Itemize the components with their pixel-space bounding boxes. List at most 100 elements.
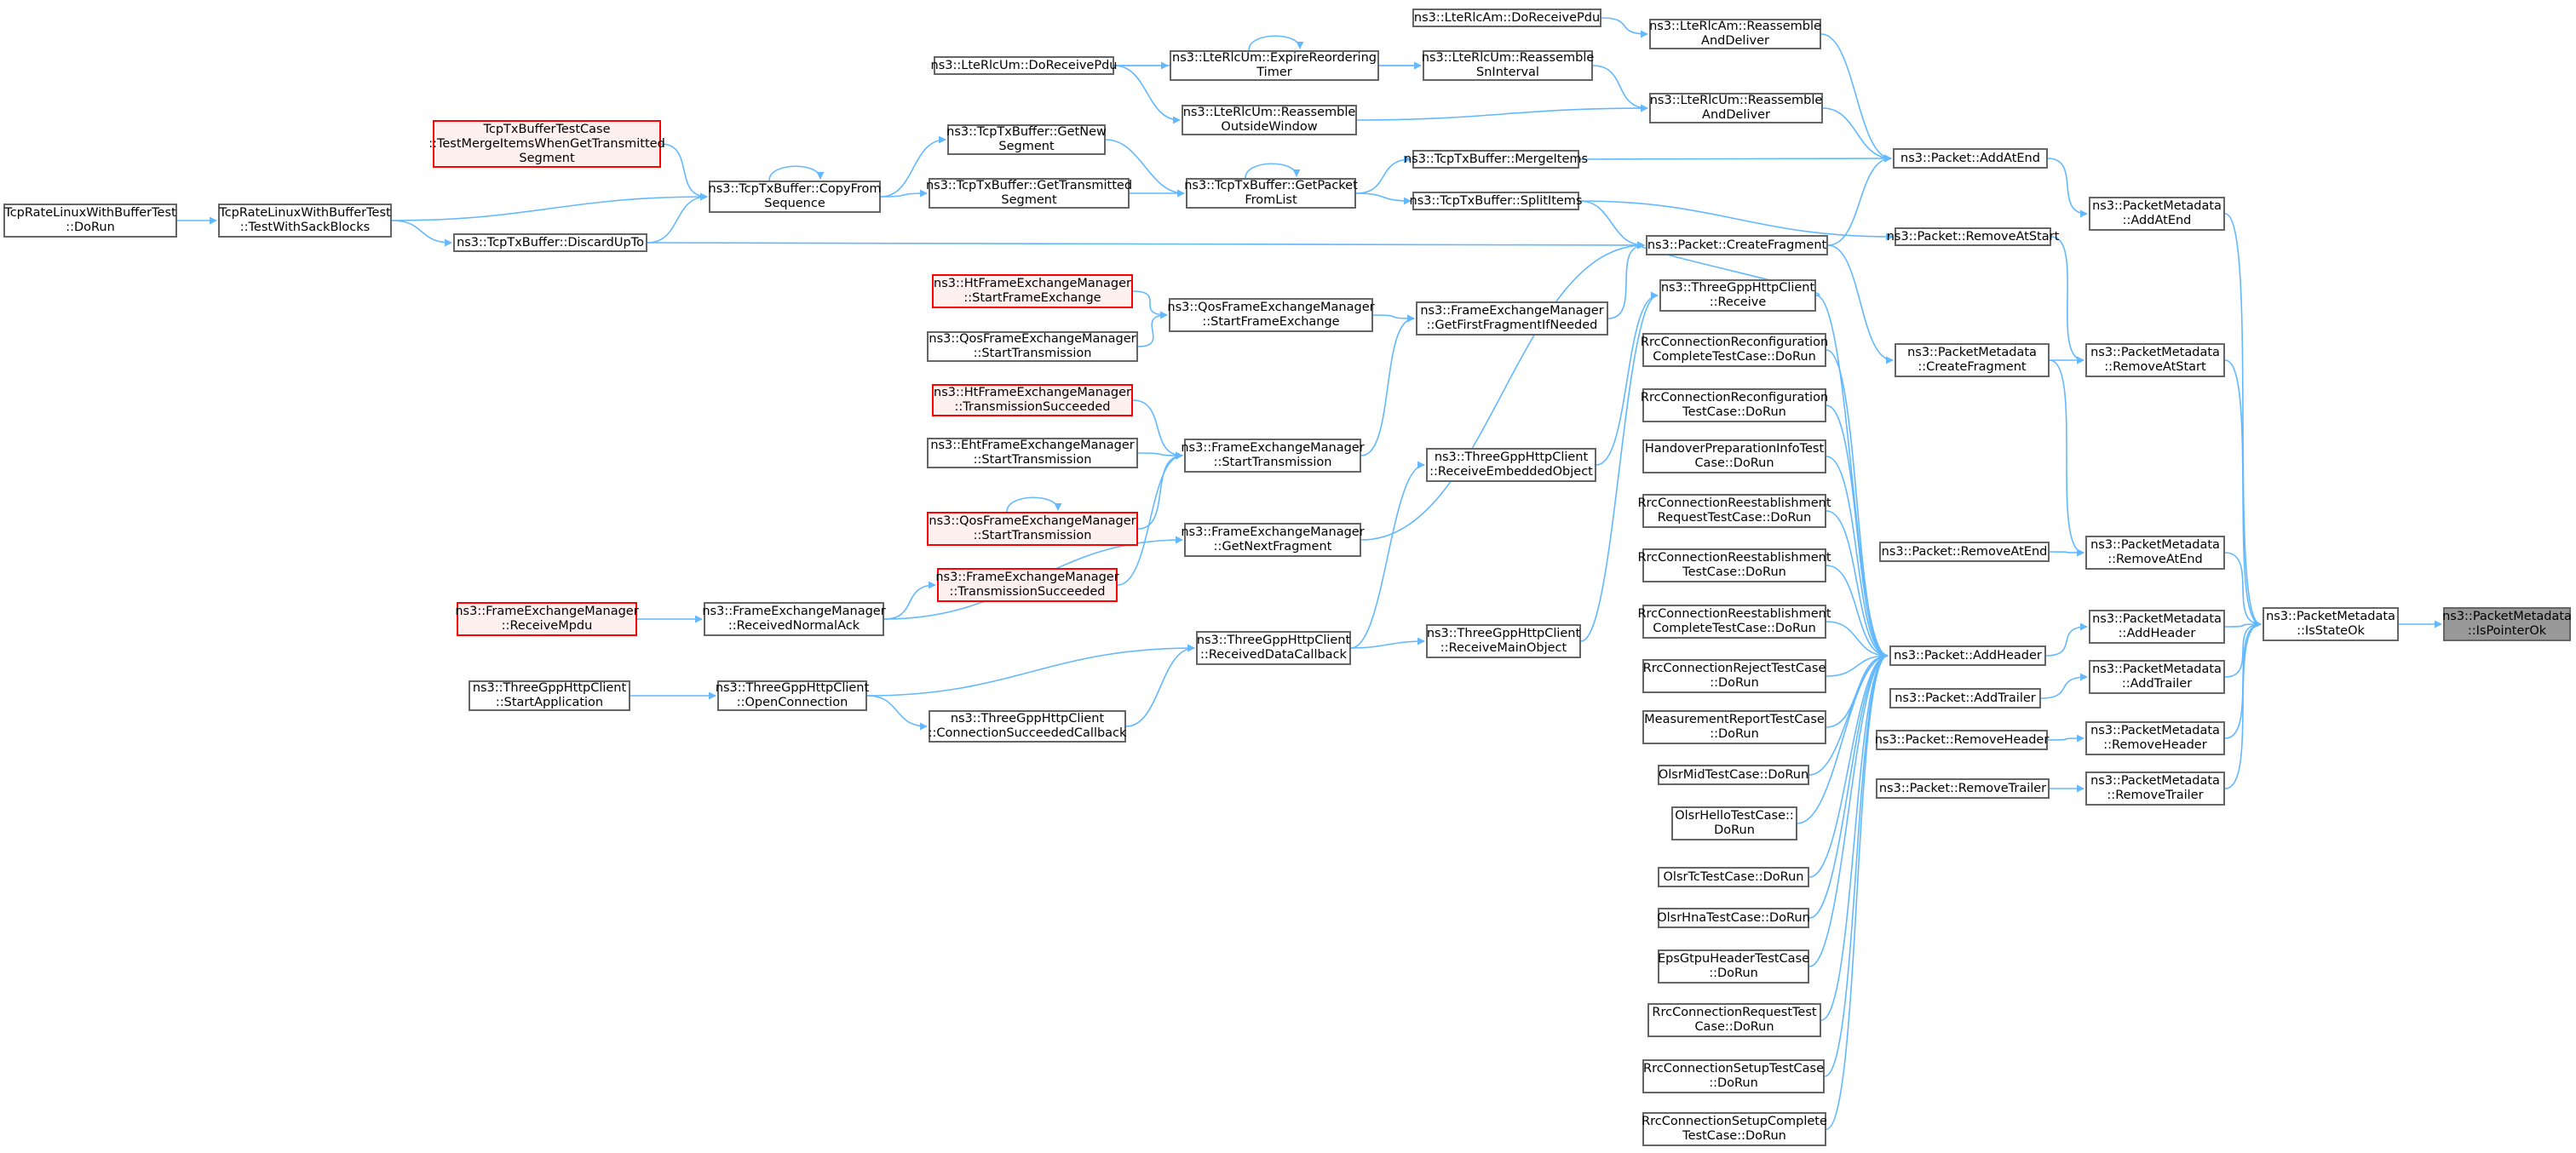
node-addheader[interactable]: ns3::Packet::AddHeader (1889, 645, 2046, 666)
node-discard[interactable]: ns3::TcpTxBuffer::DiscardUpTo (453, 233, 647, 252)
node-fem-recvack[interactable]: ns3::FrameExchangeManager::ReceivedNorma… (702, 602, 886, 636)
node-qos-startfe[interactable]: ns3::QosFrameExchangeManager::StartFrame… (1167, 298, 1375, 332)
edge-splititems-to-createfragment (1578, 200, 1645, 250)
node-trlwbt-sack[interactable]: TcpRateLinuxWithBufferTest::TestWithSack… (218, 204, 392, 238)
node-fem-starttx[interactable]: ns3::FrameExchangeManager::StartTransmis… (1181, 439, 1365, 473)
node-fem-getfirst[interactable]: ns3::FrameExchangeManager::GetFirstFragm… (1416, 301, 1608, 336)
node-label-line: EpsGtpuHeaderTestCase (1657, 952, 1810, 966)
node-tgpp-recvdata[interactable]: ns3::ThreeGppHttpClient::ReceivedDataCal… (1196, 631, 1351, 665)
node-rlcam-dorecv[interactable]: ns3::LteRlcAm::DoReceivePdu (1412, 9, 1601, 27)
node-label-line: HandoverPreparationInfoTest (1644, 442, 1825, 456)
edge-rlcam-dorecv-to-rlcam-reass (1601, 17, 1648, 38)
node-label-line: ::DoRun (1710, 676, 1759, 690)
node-t-rrc-reject[interactable]: RrcConnectionRejectTestCase::DoRun (1642, 659, 1826, 693)
node-tcpbuftest-merge[interactable]: TcpTxBufferTestCase::TestMergeItemsWhenG… (428, 120, 665, 168)
node-t-olsr-mid[interactable]: OlsrMidTestCase::DoRun (1658, 765, 1809, 785)
node-label-line: ns3::PacketMetadata (2090, 774, 2220, 788)
node-ht-txsucc[interactable]: ns3::HtFrameExchangeManager::Transmissio… (932, 384, 1133, 416)
node-pm-removetrailer[interactable]: ns3::PacketMetadata::RemoveTrailer (2085, 772, 2225, 806)
edge-tgpp-recvmain-to-tgpp-receive (1580, 291, 1659, 642)
node-label-line: ns3::FrameExchangeManager (1181, 441, 1365, 455)
node-t-meas[interactable]: MeasurementReportTestCase::DoRun (1642, 710, 1826, 744)
node-label-line: OlsrTcTestCase::DoRun (1663, 869, 1804, 884)
node-trlwbt-dorun[interactable]: TcpRateLinuxWithBufferTest::DoRun (3, 204, 177, 238)
node-createfragment[interactable]: ns3::Packet::CreateFragment (1646, 235, 1828, 255)
node-pm-addheader[interactable]: ns3::PacketMetadata::AddHeader (2089, 610, 2225, 644)
node-addatend[interactable]: ns3::Packet::AddAtEnd (1893, 148, 2048, 169)
node-label-line: ns3::Packet::AddTrailer (1895, 691, 2036, 705)
edge-addheader-to-pm-addheader (2045, 622, 2088, 657)
node-removeheader[interactable]: ns3::Packet::RemoveHeader (1875, 730, 2049, 750)
node-tgpp-recvmain[interactable]: ns3::ThreeGppHttpClient::ReceiveMainObje… (1426, 624, 1581, 658)
node-label-line: ns3::LteRlcUm::ExpireReordering (1172, 51, 1377, 65)
node-label-line: ns3::LteRlcUm::Reassemble (1421, 51, 1595, 65)
node-t-olsr-hello[interactable]: OlsrHelloTestCase::DoRun (1671, 806, 1797, 840)
node-splititems[interactable]: ns3::TcpTxBuffer::SplitItems (1410, 192, 1583, 210)
node-pm-addatend[interactable]: ns3::PacketMetadata::AddAtEnd (2089, 197, 2225, 231)
edge-t-rrc-reconf-c-to-addheader (1826, 349, 1889, 660)
node-pm-addtrailer[interactable]: ns3::PacketMetadata::AddTrailer (2089, 660, 2225, 694)
node-mergeitems[interactable]: ns3::TcpTxBuffer::MergeItems (1404, 150, 1588, 169)
node-pm-removeheader[interactable]: ns3::PacketMetadata::RemoveHeader (2085, 721, 2225, 755)
node-rlcum-dorecv[interactable]: ns3::LteRlcUm::DoReceivePdu (931, 56, 1117, 75)
node-tgpp-recvemb[interactable]: ns3::ThreeGppHttpClient::ReceiveEmbedded… (1426, 448, 1596, 482)
node-t-eps[interactable]: EpsGtpuHeaderTestCase::DoRun (1658, 949, 1809, 984)
node-label-line: ::RemoveAtStart (2104, 360, 2206, 374)
edge-tgpp-recvdata-to-tgpp-recvmain (1350, 637, 1425, 649)
node-label-line: ::TransmissionSucceeded (954, 400, 1111, 414)
node-label-line: ns3::Packet::RemoveTrailer (1878, 781, 2047, 795)
node-t-olsr-tc[interactable]: OlsrTcTestCase::DoRun (1658, 867, 1809, 887)
node-pm-isstateok[interactable]: ns3::PacketMetadata::IsStateOk (2263, 607, 2399, 641)
edge-t-rrc-reest-c-to-addheader (1826, 621, 1889, 660)
node-removetrailer[interactable]: ns3::Packet::RemoveTrailer (1876, 778, 2050, 799)
node-label-line: RrcConnectionSetupComplete (1642, 1115, 1827, 1128)
edge-splititems-to-removeatstart (1578, 200, 1894, 241)
node-eht-starttx[interactable]: ns3::EhtFrameExchangeManager::StartTrans… (927, 438, 1138, 468)
edge-discard-to-copyfrom (647, 192, 708, 244)
node-pm-removeatstart[interactable]: ns3::PacketMetadata::RemoveAtStart (2085, 343, 2225, 377)
node-label-line: ::AddHeader (2118, 627, 2196, 640)
node-qos-starttx-a[interactable]: ns3::QosFrameExchangeManager::StartTrans… (927, 331, 1138, 362)
node-removeatend[interactable]: ns3::Packet::RemoveAtEnd (1879, 542, 2050, 562)
edge-tgpp-connsucc-to-tgpp-recvdata (1125, 644, 1195, 727)
node-tgpp-connsucc[interactable]: ns3::ThreeGppHttpClient::ConnectionSucce… (929, 710, 1126, 743)
node-fem-txsucc[interactable]: ns3::FrameExchangeManager::TransmissionS… (935, 568, 1119, 602)
node-label-line: ns3::LteRlcAm::DoReceivePdu (1413, 10, 1601, 25)
node-ht-startfe[interactable]: ns3::HtFrameExchangeManager::StartFrameE… (932, 274, 1133, 308)
node-tgpp-startapp[interactable]: ns3::ThreeGppHttpClient::StartApplicatio… (469, 680, 630, 711)
node-pm-removeatend[interactable]: ns3::PacketMetadata::RemoveAtEnd (2085, 536, 2225, 570)
node-tgpp-receive[interactable]: ns3::ThreeGppHttpClient::Receive (1659, 279, 1816, 312)
node-addtrailer[interactable]: ns3::Packet::AddTrailer (1889, 688, 2041, 708)
node-label-line: ns3::PacketMetadata (2092, 663, 2222, 676)
edge-tgpp-openconn-to-tgpp-recvdata (866, 644, 1195, 697)
node-t-olsr-hna[interactable]: OlsrHnaTestCase::DoRun (1657, 908, 1810, 928)
node-label-line: ::ConnectionSucceededCallback (928, 726, 1127, 740)
node-fem-recvmpdu[interactable]: ns3::FrameExchangeManager::ReceiveMpdu (455, 602, 639, 636)
node-tgpp-openconn[interactable]: ns3::ThreeGppHttpClient::OpenConnection (716, 680, 869, 711)
node-fem-getnext[interactable]: ns3::FrameExchangeManager::GetNextFragme… (1181, 523, 1365, 557)
node-pm-createfrag[interactable]: ns3::PacketMetadata::CreateFragment (1895, 343, 2050, 377)
node-label-line: ns3::Packet::AddHeader (1894, 648, 2042, 663)
node-label-line: FromList (1245, 193, 1297, 207)
node-qos-starttx-b[interactable]: ns3::QosFrameExchangeManager::StartTrans… (927, 512, 1138, 546)
node-removeatstart[interactable]: ns3::Packet::RemoveAtStart (1887, 227, 2059, 246)
node-t-rrc-setup[interactable]: RrcConnectionSetupTestCase::DoRun (1642, 1059, 1825, 1093)
edge-createfragment-to-addatend (1827, 154, 1892, 246)
